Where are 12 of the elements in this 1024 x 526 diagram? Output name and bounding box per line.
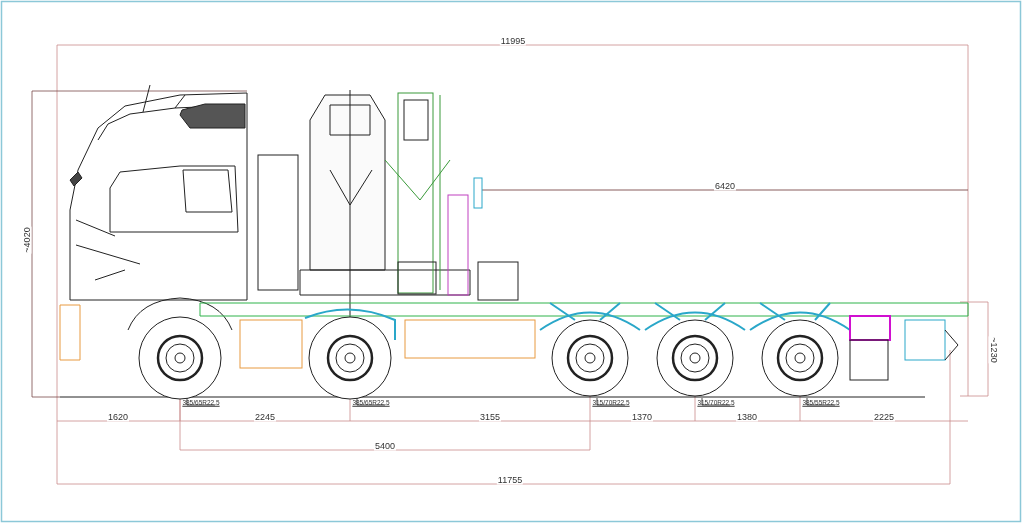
dimension-label: 1370 <box>631 412 653 422</box>
dimension-label: 6420 <box>714 181 736 191</box>
dimension-label: 2225 <box>873 412 895 422</box>
dimension-label: 11755 <box>496 475 524 485</box>
dimension-label: 3155 <box>479 412 501 422</box>
dimension-label: 1380 <box>736 412 758 422</box>
dimension-label: ~1230 <box>988 336 998 364</box>
dimension-label: 1620 <box>107 412 129 422</box>
dimension-label: 5400 <box>374 441 396 451</box>
dimension-label: ~4020 <box>22 226 32 254</box>
dimension-label: 11995 <box>499 36 527 46</box>
dimension-label: 2245 <box>254 412 276 422</box>
